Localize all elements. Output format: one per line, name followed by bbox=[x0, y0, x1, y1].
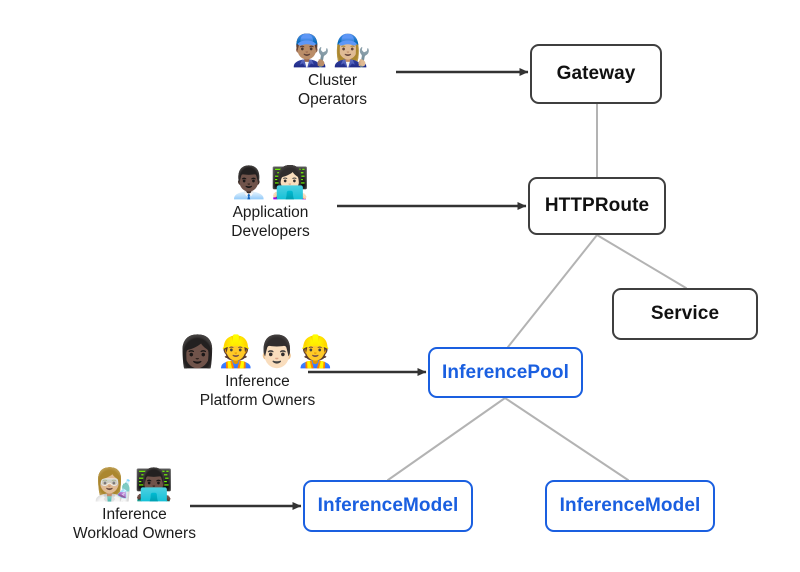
node-gateway[interactable]: Gateway bbox=[530, 44, 662, 104]
actor-inference-workload-owners: 👩🏼‍🔬👨🏿‍💻 Inference Workload Owners bbox=[52, 467, 217, 543]
inference-platform-owners-label: Inference Platform Owners bbox=[199, 373, 316, 409]
node-httproute[interactable]: HTTPRoute bbox=[528, 177, 666, 235]
actor-inference-platform-owners: 👩🏿‍👷👨🏻‍👷 Inference Platform Owners bbox=[178, 334, 337, 410]
application-developers-label: Application Developers bbox=[231, 204, 310, 240]
cluster-operators-avatar-icon: 👨🏽‍🔧👩🏼‍🔧 bbox=[291, 33, 374, 69]
actor-cluster-operators: 👨🏽‍🔧👩🏼‍🔧 Cluster Operators bbox=[265, 33, 400, 109]
actor-application-developers: 👨🏿‍💼👩🏻‍💻 Application Developers bbox=[203, 165, 338, 241]
node-inferencemodel-2[interactable]: InferenceModel bbox=[545, 480, 715, 532]
inference-workload-owners-label: Inference Workload Owners bbox=[73, 506, 196, 542]
inference-workload-owners-avatar-icon: 👩🏼‍🔬👨🏿‍💻 bbox=[93, 467, 176, 503]
actor-arrows bbox=[190, 68, 529, 510]
node-inferencemodel-1[interactable]: InferenceModel bbox=[303, 480, 473, 532]
inference-platform-owners-avatar-icon: 👩🏿‍👷👨🏻‍👷 bbox=[178, 334, 337, 370]
edge-httproute-to-service bbox=[596, 234, 687, 289]
node-service[interactable]: Service bbox=[612, 288, 758, 340]
edge-httproute-to-inferencepool bbox=[507, 234, 598, 348]
application-developers-avatar-icon: 👨🏿‍💼👩🏻‍💻 bbox=[229, 165, 312, 201]
edge-inferencepool-to-model-1 bbox=[387, 397, 506, 481]
edge-inferencepool-to-model-2 bbox=[504, 397, 629, 481]
node-inferencepool[interactable]: InferencePool bbox=[428, 347, 583, 398]
cluster-operators-label: Cluster Operators bbox=[298, 72, 367, 108]
